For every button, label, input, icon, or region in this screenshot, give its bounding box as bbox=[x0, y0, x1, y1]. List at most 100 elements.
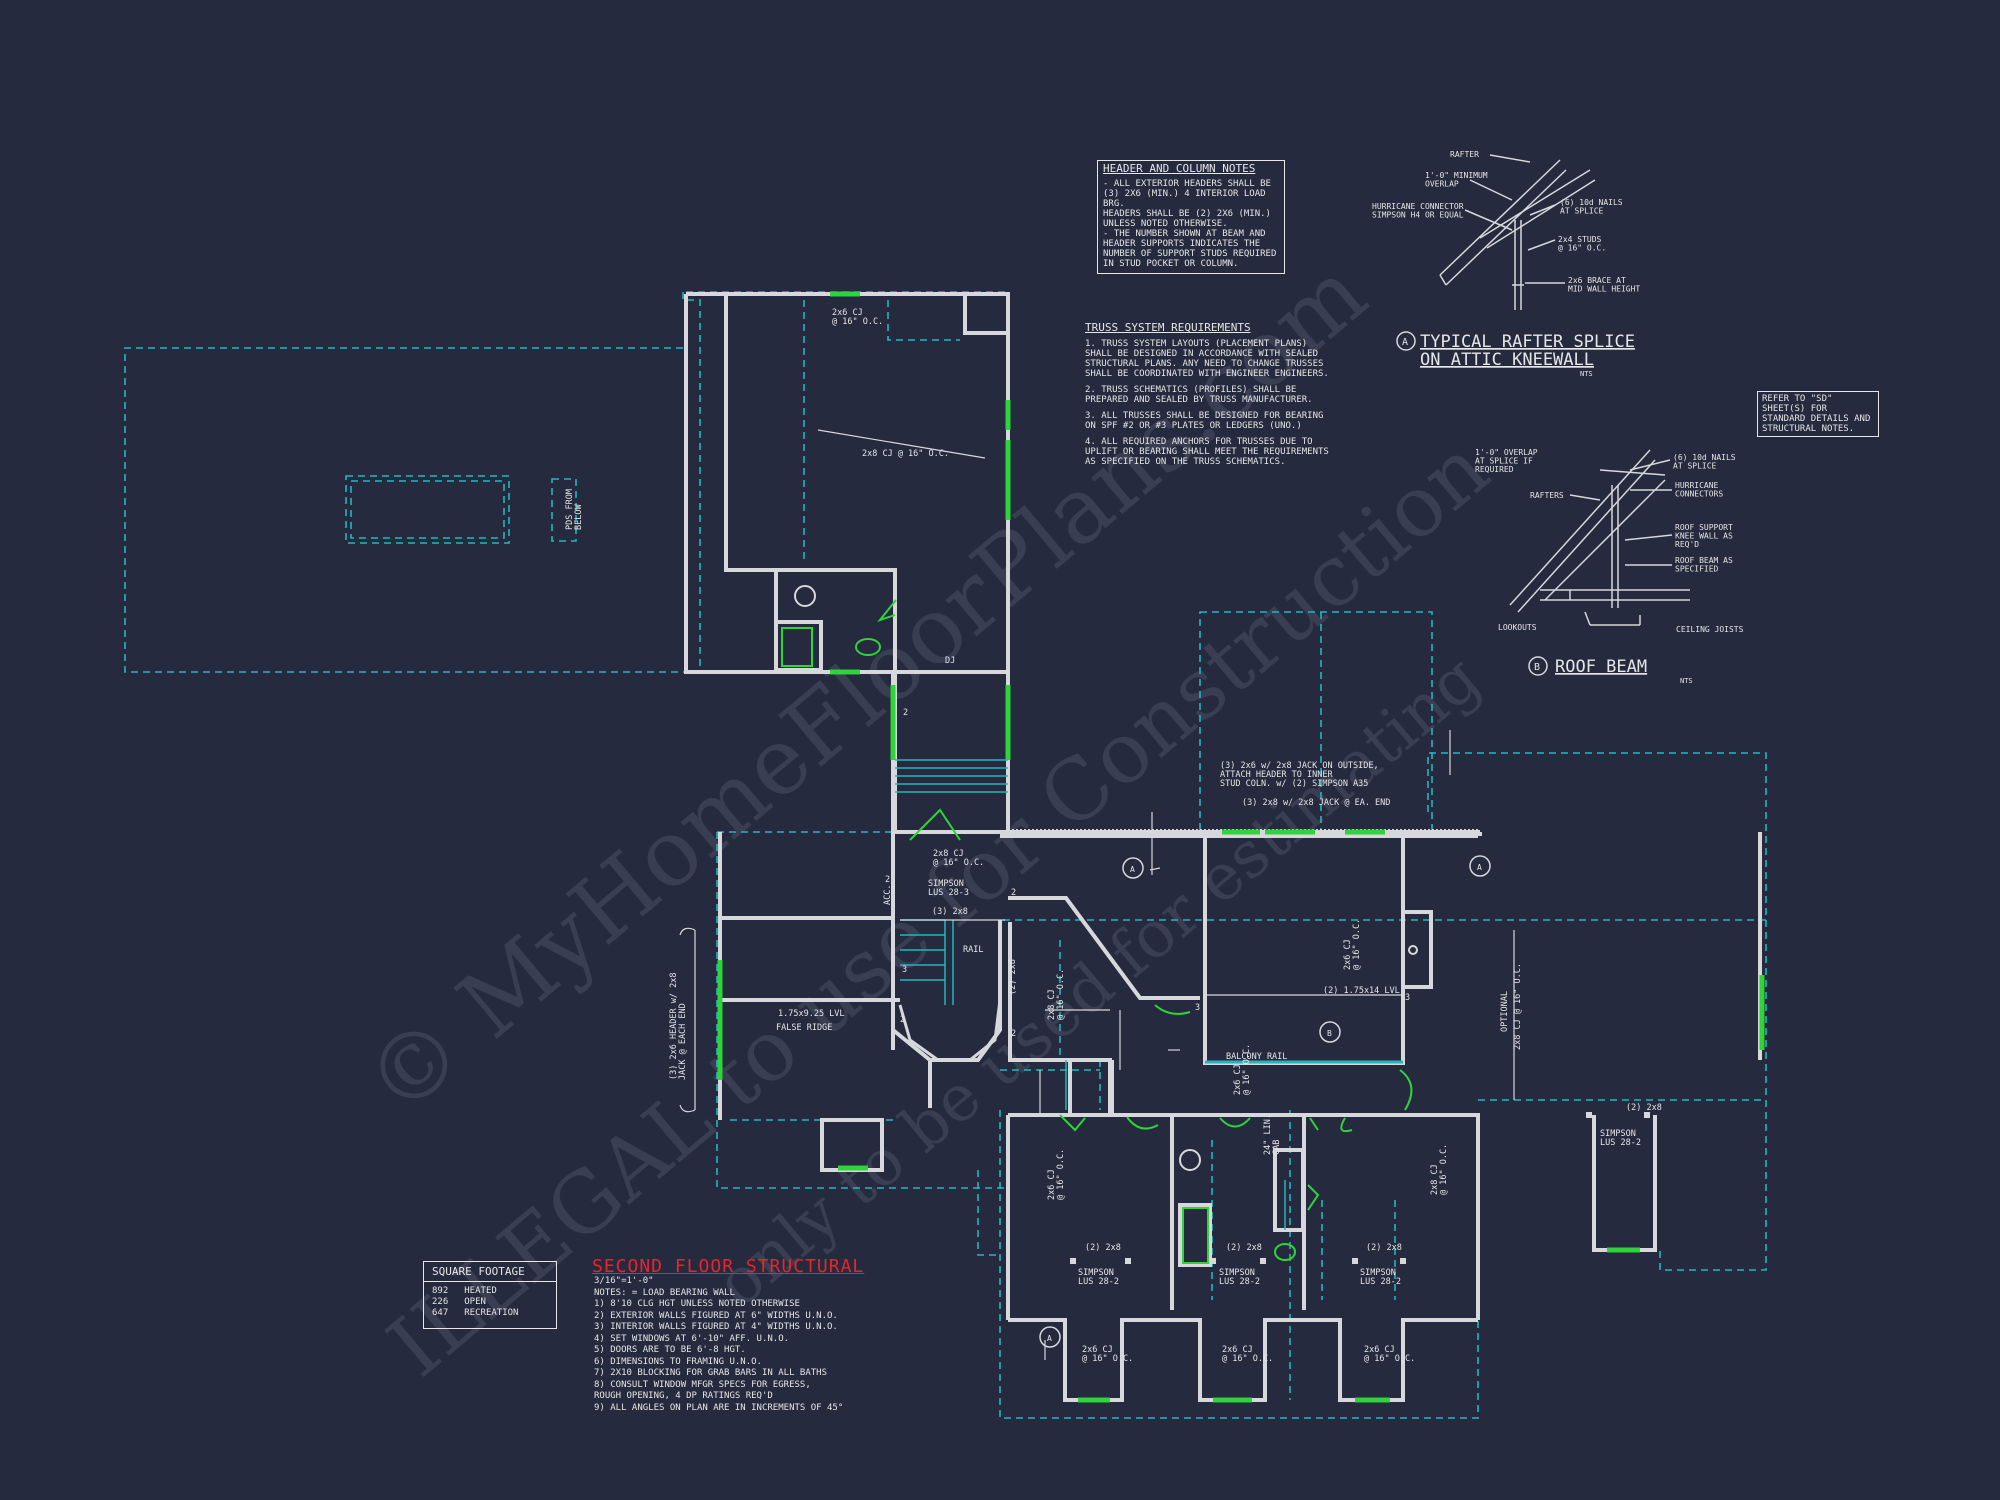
sheet-note: 1) 8'10 CLG HGT UNLESS NOTED OTHERWISE bbox=[594, 1299, 800, 1309]
plan-rotated-labels: PDS FROMBELOW ACC. (2) 2x8 OPTIONAL 2x8 … bbox=[565, 489, 1641, 1364]
sheet-note: 2) EXTERIOR WALLS FIGURED AT 6" WIDTHS U… bbox=[594, 1310, 838, 1321]
beam-end-markers bbox=[1070, 1112, 1650, 1264]
header-notes-title: HEADER AND COLUMN NOTES bbox=[1103, 162, 1256, 175]
detail-b-lookouts: LOOKOUTS bbox=[1498, 623, 1537, 632]
sheet-notes: 3/16"=1'-0" NOTES: = LOAD BEARING WALL 1… bbox=[594, 1276, 894, 1414]
detail-a-scale: NTS bbox=[1580, 370, 1593, 378]
truss-title: TRUSS SYSTEM REQUIREMENTS bbox=[1085, 321, 1251, 334]
label-2-2x8-vertical: (2) 2x8 bbox=[1008, 959, 1018, 995]
sheet-note: 5) DOORS ARE TO BE 6'-8 HGT. bbox=[594, 1345, 746, 1355]
table-row: 892 HEATED bbox=[432, 1286, 534, 1297]
sqft-label: HEATED bbox=[464, 1286, 497, 1296]
detail-a-drawing bbox=[1439, 154, 1596, 310]
label-rail: RAIL bbox=[963, 945, 983, 955]
plumbing-fixtures bbox=[781, 585, 1418, 1264]
truss-item: 3. ALL TRUSSES SHALL BE DESIGNED FOR BEA… bbox=[1085, 411, 1324, 431]
sqft-value: 226 bbox=[432, 1297, 449, 1307]
header-notes-line: UNLESS NOTED OTHERWISE. bbox=[1103, 219, 1228, 229]
label-2x8-cj-v1: 2x8 CJ@ 16" O.C. bbox=[1047, 969, 1066, 1020]
detail-b-joists: CEILING JOISTS bbox=[1676, 625, 1744, 634]
detail-a-studs: 2x4 STUDS@ 16" O.C. bbox=[1558, 235, 1606, 252]
header-column-notes: HEADER AND COLUMN NOTES - ALL EXTERIOR H… bbox=[1097, 160, 1285, 274]
num-2e: 2 bbox=[885, 875, 890, 885]
label-optional: OPTIONAL bbox=[1500, 991, 1510, 1032]
label-acc: ACC. bbox=[883, 885, 893, 905]
truss-item: 2. TRUSS SCHEMATICS (PROFILES) SHALL BE … bbox=[1085, 385, 1313, 405]
sheet-scale: 3/16"=1'-0" bbox=[594, 1276, 654, 1286]
sqft-label: RECREATION bbox=[464, 1308, 519, 1318]
detail-a-title-2: ON ATTIC KNEEWALL bbox=[1420, 350, 1594, 370]
sheet-note: 4) SET WINDOWS AT 6'-10" AFF. U.N.O. bbox=[594, 1333, 790, 1344]
sheet-legend: NOTES: = LOAD BEARING WALL bbox=[594, 1287, 735, 1298]
num-3c: 3 bbox=[1405, 993, 1410, 1003]
section-a-label-2: A bbox=[1477, 863, 1482, 872]
label-2x6-cj-v2: 2x6 CJ@ 16" O.C. bbox=[1233, 1044, 1252, 1095]
detail-b-drawing bbox=[1509, 449, 1690, 626]
label-header-left: (3) 2x6 HEADER w/ 2x8JACK @ EACH END bbox=[669, 973, 688, 1080]
label-2x8-cj-v5: 2x8 CJ@ 16" O.C. bbox=[1430, 1144, 1449, 1195]
num-2b: 2 bbox=[1011, 888, 1016, 898]
detail-b-title: ROOF BEAM bbox=[1555, 657, 1647, 677]
truss-item: 1. TRUSS SYSTEM LAYOUTS (PLACEMENT PLANS… bbox=[1085, 339, 1329, 379]
header-notes-line: HEADERS SHALL BE (2) 2x6 (MIN.) bbox=[1103, 209, 1271, 219]
label-2-2x8-a: (2) 2x8 bbox=[1085, 1243, 1121, 1253]
label-2x6-cj-top: 2x6 CJ@ 16" O.C. bbox=[832, 308, 883, 327]
label-dj: DJ bbox=[945, 656, 955, 666]
square-footage-title: SQUARE FOOTAGE bbox=[424, 1262, 556, 1282]
sqft-value: 647 bbox=[432, 1308, 449, 1318]
label-jack-note-2: (3) 2x8 w/ 2x8 JACK @ EA. END bbox=[1242, 798, 1390, 808]
label-lvl-14: (2) 1.75x14 LVL bbox=[1323, 986, 1400, 996]
num-2a: 2 bbox=[903, 708, 908, 718]
label-2x8-cj-room: 2x8 CJ @ 16" O.C. bbox=[862, 449, 949, 459]
num-3a: 3 bbox=[902, 965, 907, 975]
sheet-note: 8) CONSULT WINDOW MFGR SPECS FOR EGRESS, bbox=[594, 1379, 811, 1390]
label-pds: PDS FROMBELOW bbox=[565, 489, 584, 530]
detail-b-scale: NTS bbox=[1680, 677, 1693, 685]
section-marker-letters: A A B A bbox=[1047, 863, 1482, 1343]
bay-window-wall bbox=[898, 999, 1002, 1062]
truss-system-requirements: TRUSS SYSTEM REQUIREMENTS 1. TRUSS SYSTE… bbox=[1085, 321, 1335, 473]
label-2x6-cj-h3: 2x6 CJ@ 16" O.C. bbox=[1364, 1345, 1415, 1364]
header-notes-line: IN STUD POCKET OR COLUMN. bbox=[1103, 259, 1239, 269]
label-2-2x8-right: (2) 2x8 bbox=[1626, 1103, 1662, 1113]
num-2c: 2 bbox=[1011, 1029, 1016, 1039]
header-notes-line: NUMBER OF SUPPORT STUDS REQUIRED bbox=[1103, 249, 1277, 259]
label-cj-optional: 2x8 CJ @ 16" O.C. bbox=[1513, 963, 1523, 1050]
num-2d: 2 bbox=[900, 1015, 905, 1025]
sheet-note: 6) DIMENSIONS TO FRAMING U.N.O. bbox=[594, 1356, 762, 1367]
label-2x6-cj-h2: 2x6 CJ@ 16" O.C. bbox=[1222, 1345, 1273, 1364]
sheet-note: ROUGH OPENING, 4 DP RATINGS REQ'D bbox=[594, 1391, 773, 1401]
label-2-2x8-b: (2) 2x8 bbox=[1226, 1243, 1262, 1253]
header-notes-line: (3) 2x6 (MIN.) 4 INTERIOR LOAD BRG. bbox=[1103, 189, 1266, 209]
label-2-2x8-c: (2) 2x8 bbox=[1366, 1243, 1402, 1253]
detail-b-rafters: RAFTERS bbox=[1530, 491, 1564, 500]
sheet-title: SECOND FLOOR STRUCTURAL bbox=[592, 1256, 865, 1277]
label-2x6-cj-v3: 2x6 CJ@ 16" O.C. bbox=[1343, 919, 1362, 970]
plan-labels: 2x6 CJ@ 16" O.C. 2x8 CJ @ 16" O.C. DJ 2x… bbox=[776, 308, 1662, 1253]
num-3b: 3 bbox=[1195, 1003, 1200, 1013]
sqft-label: OPEN bbox=[464, 1297, 486, 1307]
door-swings bbox=[877, 599, 1413, 1211]
table-row: 226 OPEN bbox=[432, 1297, 534, 1308]
detail-a-title-1: TYPICAL RAFTER SPLICE bbox=[1420, 332, 1635, 352]
truss-item: 4. ALL REQUIRED ANCHORS FOR TRUSSES DUE … bbox=[1085, 437, 1329, 467]
header-notes-line: - THE NUMBER SHOWN AT BEAM AND bbox=[1103, 229, 1266, 239]
label-lvl-175: 1.75x9.25 LVL bbox=[778, 1009, 845, 1019]
label-3-2x8: (3) 2x8 bbox=[932, 907, 968, 917]
sqft-value: 892 bbox=[432, 1286, 449, 1296]
detail-a-rafter: RAFTER bbox=[1450, 150, 1479, 159]
table-row: 647 RECREATION bbox=[432, 1308, 534, 1319]
windows bbox=[717, 291, 1765, 1403]
sheet-note: 7) 2X10 BLOCKING FOR GRAB BARS IN ALL BA… bbox=[594, 1368, 827, 1378]
